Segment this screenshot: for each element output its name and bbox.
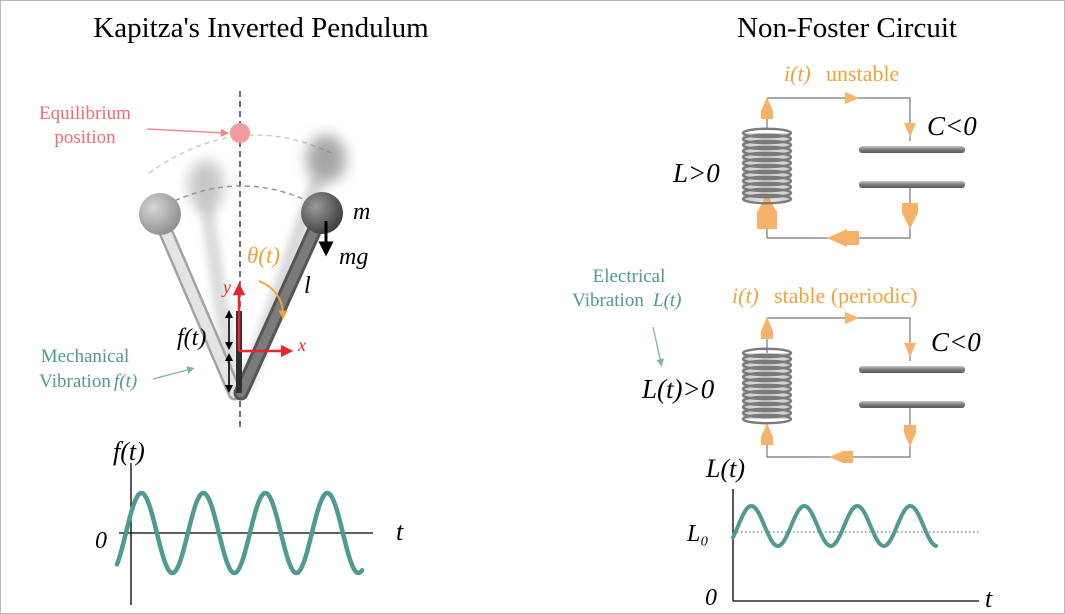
electrical-label-fn: L(t) xyxy=(652,290,682,311)
label-f-of-t: f(t) xyxy=(177,325,206,351)
bottom-circuit-current-arrows xyxy=(761,312,916,463)
right-graph-ylabel: L(t) xyxy=(705,454,745,483)
label-x-axis: x xyxy=(297,335,306,355)
bottom-current-label: i(t) xyxy=(732,283,759,308)
left-graph-xlabel: t xyxy=(396,517,404,546)
label-mass: m xyxy=(353,199,370,225)
equilibrium-label-line1: Equilibrium xyxy=(39,103,131,124)
mechanical-pointer-arrow xyxy=(152,366,195,380)
label-theta: θ(t) xyxy=(247,243,280,268)
left-title: Kapitza's Inverted Pendulum xyxy=(93,12,429,44)
label-y-axis: y xyxy=(221,277,231,297)
right-graph-l0-label: L₀ xyxy=(686,521,709,547)
bottom-inductor-coil xyxy=(741,347,793,425)
pendulum-ball-light xyxy=(139,193,181,235)
left-graph-wave xyxy=(114,490,365,576)
electrical-pointer-arrow xyxy=(652,326,664,367)
right-graph-xlabel: t xyxy=(985,584,993,613)
mechanical-label-line2: Vibration xyxy=(39,371,111,392)
equilibrium-ball xyxy=(230,123,250,143)
bottom-capacitor-plate-upper xyxy=(859,366,965,373)
mechanical-label-fn: f(t) xyxy=(114,371,137,392)
bottom-inductance-label: L(t)>0 xyxy=(641,374,715,404)
left-graph-zero: 0 xyxy=(95,528,107,554)
bottom-capacitance-label: C<0 xyxy=(931,327,981,357)
top-inductor-coil xyxy=(741,127,793,205)
left-graph-ylabel: f(t) xyxy=(113,437,145,466)
bottom-capacitor-plate-lower xyxy=(859,401,965,408)
top-capacitor-plate-lower xyxy=(859,181,965,188)
right-title: Non-Foster Circuit xyxy=(737,12,957,44)
top-current-desc: unstable xyxy=(826,61,899,86)
top-circuit-current-arrows xyxy=(757,92,918,247)
arc-inner-dashed xyxy=(150,185,324,214)
top-capacitor-plate-upper xyxy=(859,146,965,153)
bottom-current-desc: stable (periodic) xyxy=(774,283,918,308)
electrical-label-line1: Electrical xyxy=(593,266,666,287)
top-inductance-label: L>0 xyxy=(672,158,720,188)
pendulum-ball-dark xyxy=(301,192,343,234)
top-capacitance-label: C<0 xyxy=(927,111,977,141)
label-mg: mg xyxy=(339,244,368,270)
equilibrium-pointer-arrow xyxy=(146,128,230,137)
right-graph-wave xyxy=(731,503,938,549)
mechanical-label-line1: Mechanical xyxy=(41,346,130,367)
equilibrium-label-line2: position xyxy=(54,127,116,148)
label-length: l xyxy=(304,273,311,299)
top-current-label: i(t) xyxy=(784,61,811,86)
electrical-label-line2: Vibration xyxy=(572,290,644,311)
theta-arc-arrow xyxy=(258,280,288,320)
right-graph-zero: 0 xyxy=(705,585,717,611)
